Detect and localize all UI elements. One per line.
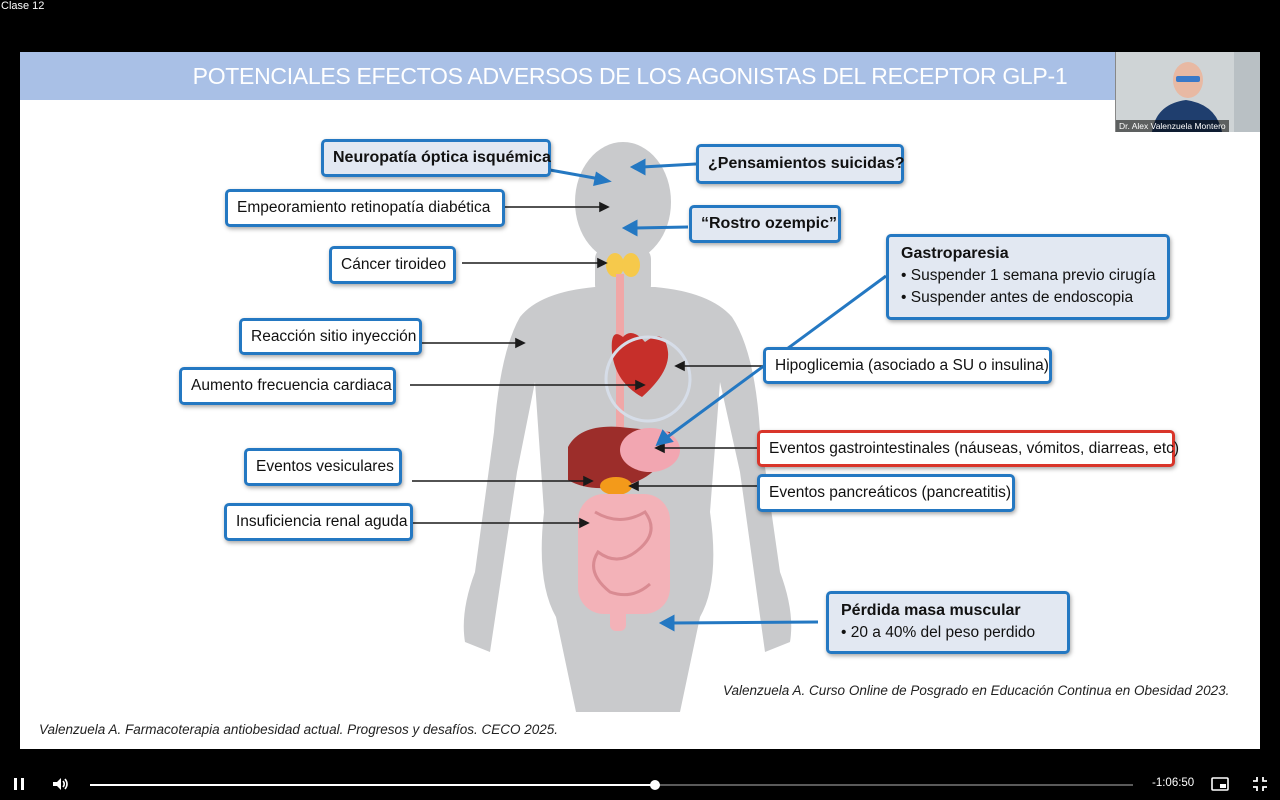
label-frecuencia-cardiaca-text: Aumento frecuencia cardiaca [191, 377, 392, 394]
label-cancer-tiroideo: Cáncer tiroideo [329, 246, 456, 284]
body-illustration [410, 142, 887, 712]
volume-button[interactable] [50, 774, 70, 794]
label-rostro-ozempic-text: “Rostro ozempic” [701, 215, 838, 232]
presenter-video [1116, 52, 1260, 132]
organ-thyroid [606, 253, 640, 277]
organ-heart [611, 333, 669, 397]
pause-icon [14, 778, 24, 790]
citation-course: Valenzuela A. Curso Online de Posgrado e… [723, 683, 1230, 698]
label-perdida-masa-muscular: Pérdida masa muscular • 20 a 40% del pes… [826, 591, 1070, 654]
pause-button[interactable] [9, 774, 29, 794]
progress-thumb[interactable] [650, 780, 661, 790]
organ-pancreas [600, 477, 632, 495]
watermark-seal [604, 335, 692, 423]
organ-intestines [578, 494, 670, 631]
slide-header-bar [20, 52, 1115, 100]
label-pensamientos-suicidas-text: ¿Pensamientos suicidas? [708, 155, 905, 172]
label-cancer-tiroideo-text: Cáncer tiroideo [341, 256, 447, 273]
label-insuficiencia-renal: Insuficiencia renal aguda [224, 503, 413, 541]
label-reaccion-inyeccion: Reacción sitio inyección [239, 318, 422, 355]
player-controls: -1:06:50 [0, 768, 1280, 800]
label-rostro-ozempic: “Rostro ozempic” [689, 205, 841, 243]
slide-title: POTENCIALES EFECTOS ADVERSOS DE LOS AGON… [192, 63, 1068, 89]
label-eventos-pancreaticos-text: Eventos pancreáticos (pancreatitis) [769, 484, 1012, 501]
label-eventos-vesiculares: Eventos vesiculares [244, 448, 402, 486]
label-eventos-gastrointestinales-text: Eventos gastrointestinales (náuseas, vóm… [769, 439, 1180, 457]
gastroparesia-title: Gastroparesia [901, 245, 1009, 262]
muscular-title: Pérdida masa muscular [841, 601, 1021, 619]
gastroparesia-bullet-2: • Suspender antes de endoscopia [901, 289, 1134, 306]
label-reaccion-inyeccion-text: Reacción sitio inyección [251, 327, 417, 345]
label-eventos-gastrointestinales: Eventos gastrointestinales (náuseas, vóm… [757, 430, 1179, 467]
label-hipoglicemia: Hipoglicemia (asociado a SU o insulina) [763, 347, 1052, 384]
volume-icon [53, 778, 68, 790]
label-neuropatia: Neuropatía óptica isquémica [321, 139, 551, 177]
exit-fullscreen-button[interactable] [1250, 774, 1270, 794]
window-title: Clase 12 [1, 0, 45, 12]
presenter-name: Dr. Alex Valenzuela Montero [1116, 120, 1229, 132]
progress-fill [90, 784, 656, 786]
label-neuropatia-text: Neuropatía óptica isquémica [333, 149, 551, 166]
webcam-overlay: Dr. Alex Valenzuela Montero [1115, 52, 1260, 132]
exit-fullscreen-icon [1253, 777, 1267, 791]
label-hipoglicemia-text: Hipoglicemia (asociado a SU o insulina) [775, 356, 1049, 374]
label-pensamientos-suicidas: ¿Pensamientos suicidas? [696, 144, 905, 184]
muscular-bullet-1: • 20 a 40% del peso perdido [841, 623, 1036, 641]
label-retinopatia-text: Empeoramiento retinopatía diabética [237, 199, 491, 216]
label-retinopatia: Empeoramiento retinopatía diabética [225, 189, 505, 227]
slide: POTENCIALES EFECTOS ADVERSOS DE LOS AGON… [20, 52, 1260, 749]
picture-in-picture-icon [1211, 777, 1229, 791]
label-frecuencia-cardiaca: Aumento frecuencia cardiaca [179, 367, 396, 405]
citation-pharmacotherapy: Valenzuela A. Farmacoterapia antiobesida… [39, 722, 559, 737]
label-insuficiencia-renal-text: Insuficiencia renal aguda [236, 513, 408, 530]
progress-bar[interactable] [90, 780, 1133, 790]
label-gastroparesia: Gastroparesia • Suspender 1 semana previ… [886, 234, 1170, 320]
label-eventos-pancreaticos: Eventos pancreáticos (pancreatitis) [757, 474, 1015, 512]
connector-arrows [410, 201, 765, 529]
time-remaining: -1:06:50 [1152, 777, 1195, 789]
gastroparesia-bullet-1: • Suspender 1 semana previo cirugía [901, 267, 1156, 284]
picture-in-picture-button[interactable] [1210, 774, 1230, 794]
label-eventos-vesiculares-text: Eventos vesiculares [256, 458, 394, 475]
